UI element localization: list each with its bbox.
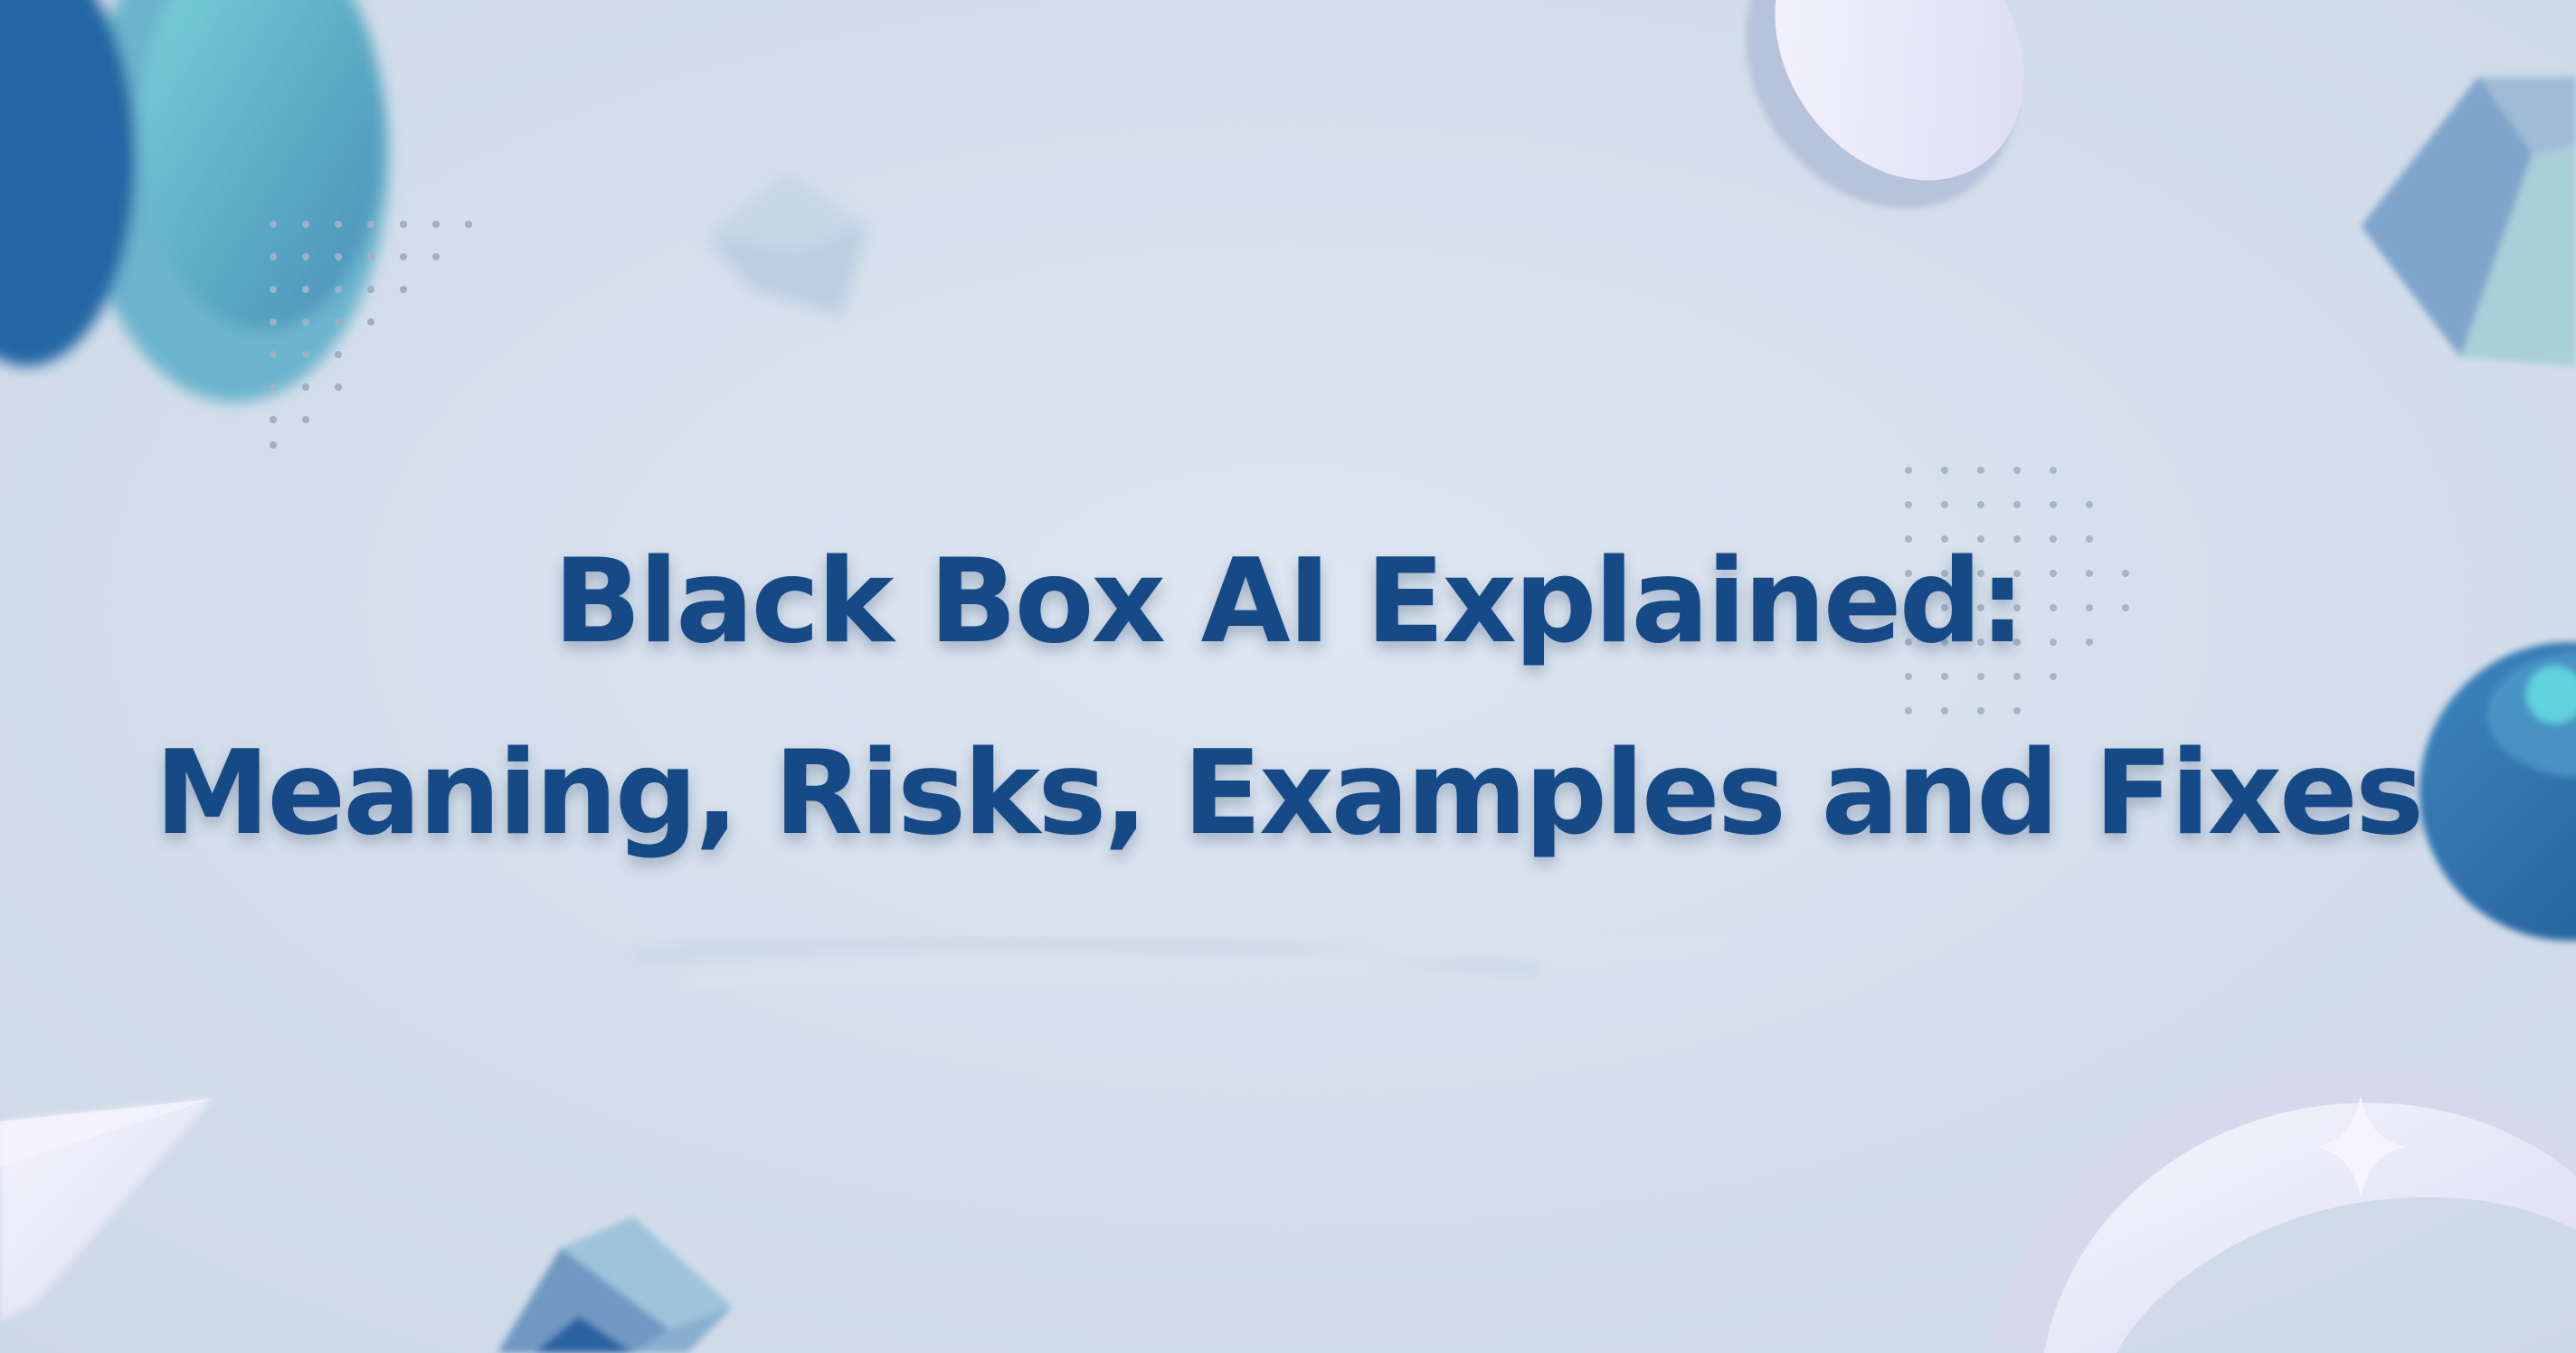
title-line-2: Meaning, Risks, Examples and Fixes (155, 726, 2424, 861)
dot-grid (270, 221, 472, 449)
blue-cube (2361, 77, 2576, 366)
lavender-ring (1990, 1066, 2576, 1353)
faint-cube (706, 172, 868, 317)
blue-cube (497, 1216, 733, 1353)
blue-teal-disc (0, 0, 389, 402)
title-line-1: Black Box AI Explained: (553, 535, 2026, 669)
lavender-disc (1745, 0, 2024, 209)
faint-streak (631, 935, 1719, 989)
teal-sphere (2420, 642, 2576, 941)
dot-grid (1905, 467, 2129, 714)
sparkle-icon (2316, 1094, 2406, 1199)
hero-title: Black Box AI Explained: Meaning, Risks, … (0, 506, 2576, 890)
lavender-cone (0, 1099, 213, 1320)
